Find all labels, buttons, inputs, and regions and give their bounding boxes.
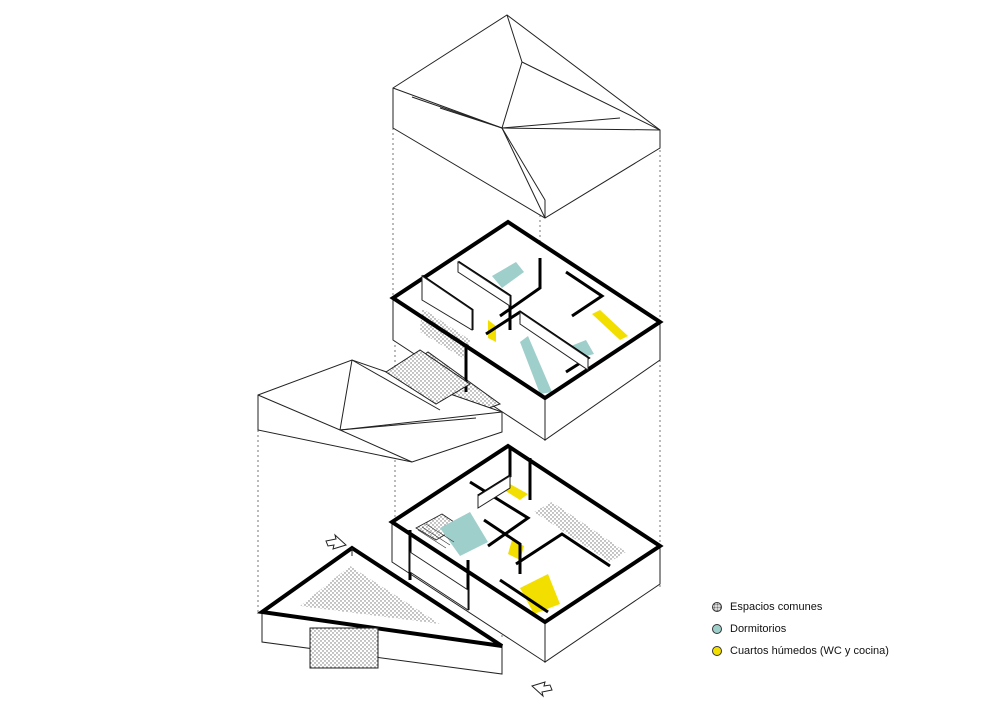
legend-item-wet-rooms: Cuartos húmedos (WC y cocina) (712, 640, 889, 662)
legend-item-bedrooms: Dormitorios (712, 618, 889, 640)
legend-item-common: Espacios comunes (712, 596, 889, 618)
lower-roof (257, 359, 503, 463)
upper-floor-plan (389, 219, 664, 441)
stair-connector (385, 349, 471, 405)
upper-roof (392, 14, 661, 219)
entrance-arrow-icon (325, 533, 347, 550)
legend-label: Cuartos húmedos (WC y cocina) (730, 645, 889, 657)
wet-rooms-swatch (712, 646, 722, 656)
legend-label: Dormitorios (730, 623, 787, 635)
entrance-arrow-icon (531, 681, 553, 698)
lower-floor-plan (388, 443, 664, 663)
entrance-volume (256, 545, 504, 675)
legend: Espacios comunes Dormitorios Cuartos húm… (712, 596, 889, 662)
common-spaces-swatch (712, 602, 722, 612)
bedrooms-swatch (712, 624, 722, 634)
legend-label: Espacios comunes (730, 601, 823, 613)
